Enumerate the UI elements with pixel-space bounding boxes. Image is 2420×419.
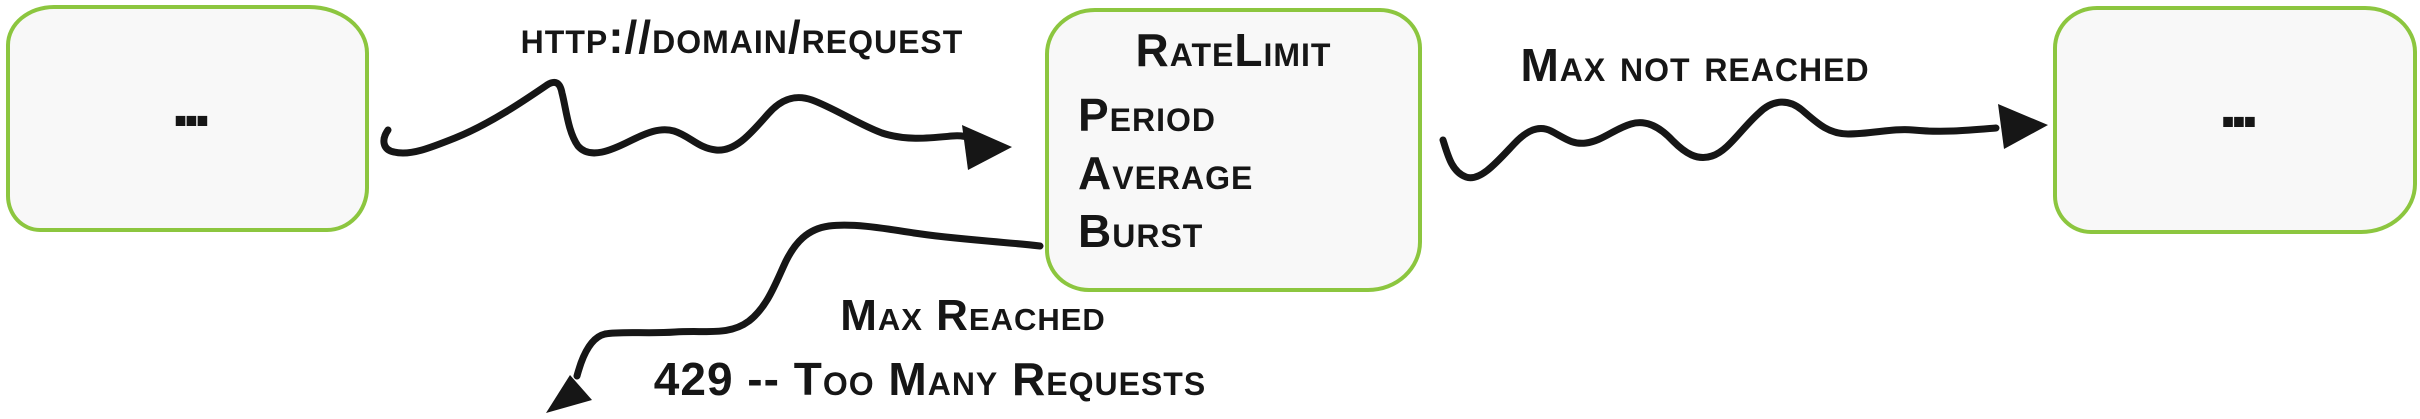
edge-label-max-not-reached: Max not reached — [1520, 39, 1870, 91]
ratelimit-field-period: Period — [1078, 89, 1217, 141]
edge-label-429-too-many-requests: 429 -- Too Many Requests — [653, 353, 1207, 405]
node-ratelimit: RateLimit Period Average Burst — [1045, 8, 1422, 292]
edge-max-reached-line — [573, 221, 1044, 380]
edge-request-line — [380, 78, 978, 157]
edge-max-not-reached-line — [1439, 98, 2000, 182]
edge-max-not-reached-arrowhead — [1998, 104, 2048, 149]
edge-request-arrowhead — [962, 125, 1012, 170]
node-downstream: ... — [2053, 6, 2417, 234]
edge-label-max-reached: Max Reached — [840, 291, 1106, 340]
ratelimit-fields: Period Average Burst — [1049, 86, 1418, 260]
downstream-ellipsis-label: ... — [2218, 66, 2260, 142]
ratelimit-title: RateLimit — [1135, 24, 1332, 76]
ratelimit-field-average: Average — [1078, 147, 1254, 199]
node-upstream: ... — [6, 5, 369, 232]
upstream-ellipsis-label: ... — [171, 64, 212, 141]
ratelimit-field-burst: Burst — [1078, 205, 1204, 257]
edge-max-reached-arrowhead — [546, 375, 592, 413]
edge-label-request-url: http://domain/request — [520, 11, 964, 63]
